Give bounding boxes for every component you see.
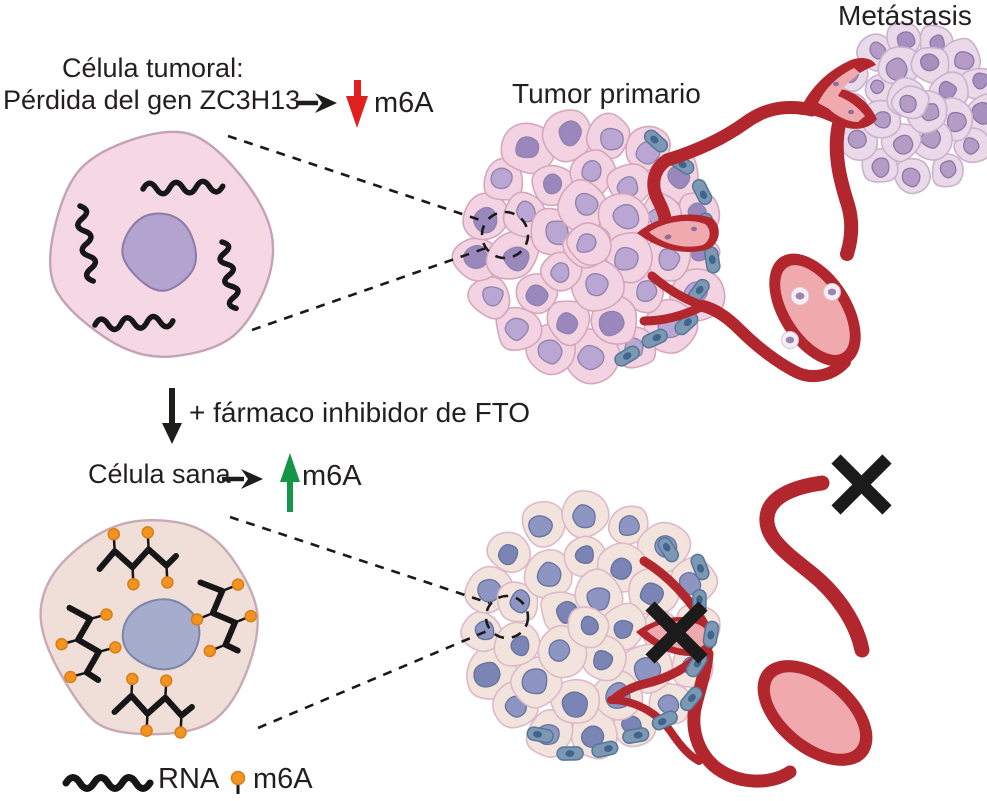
m6a-decrease-label: m6A bbox=[374, 87, 434, 119]
vessel-branch-top-b bbox=[639, 301, 708, 326]
tumor-cell-title-label: Célula tumoral: bbox=[62, 53, 244, 83]
metastasis-label: Metástasis bbox=[838, 0, 972, 31]
treatment-label: + fármaco inhibidor de FTO bbox=[189, 397, 531, 428]
m6a-increase-arrow-icon bbox=[280, 453, 300, 512]
rna-squiggle-icon bbox=[62, 774, 154, 792]
zoom-dashed-links bbox=[227, 134, 530, 730]
m6a-decrease-arrow-icon bbox=[346, 80, 368, 128]
vessel-stem-top bbox=[647, 101, 819, 236]
vessel-branch-bottom-a bbox=[639, 556, 711, 632]
rna-m6a-molecule bbox=[111, 672, 195, 739]
tumor-cell-illustration bbox=[48, 130, 275, 359]
legend-rna-label: RNA bbox=[158, 763, 220, 795]
arrow-celula-sana-to-m6a bbox=[222, 469, 263, 489]
vessel-s-tube-bottom bbox=[759, 475, 870, 658]
vessel-branch-bottom-c bbox=[607, 696, 703, 765]
primary-tumor-label: Tumor primario bbox=[512, 78, 701, 109]
treatment-down-arrow-icon bbox=[162, 388, 182, 444]
vessel-loop-bottom bbox=[687, 647, 797, 788]
zoom-circle-top bbox=[480, 210, 530, 260]
vessel-fork-metastasis bbox=[798, 57, 877, 129]
healthy-cell-label: Célula sana bbox=[88, 459, 231, 489]
tumor-cell-subtitle-label: Pérdida del gen ZC3H13 bbox=[3, 85, 301, 115]
m6a-lollipop-icon bbox=[230, 770, 246, 794]
vessel-wide-section-bottom bbox=[757, 660, 873, 766]
circulating-tumor-cells bbox=[781, 283, 841, 349]
vessel-connector-top bbox=[697, 300, 851, 383]
m6a-increase-label: m6A bbox=[302, 460, 362, 492]
vessel-neck-top bbox=[829, 113, 859, 261]
endothelial-cells-bottom bbox=[526, 537, 720, 761]
blocked-metastasis-x-icon bbox=[831, 454, 892, 515]
arrow-zc3h13-to-m6a bbox=[296, 93, 337, 113]
rna-m6a-molecule bbox=[190, 578, 257, 658]
rna-m6a-molecule bbox=[96, 526, 179, 591]
right-arrow-icon bbox=[315, 93, 337, 113]
rna-m6a-molecule bbox=[55, 604, 122, 684]
zoom-circle-bottom bbox=[484, 594, 530, 640]
healthy-cell-illustration bbox=[39, 519, 259, 739]
right-arrow-icon bbox=[241, 469, 263, 489]
blood-vessel-top bbox=[637, 57, 877, 383]
legend-m6a-label: m6A bbox=[253, 763, 313, 795]
blocked-intravasation-x-icon bbox=[645, 601, 708, 664]
